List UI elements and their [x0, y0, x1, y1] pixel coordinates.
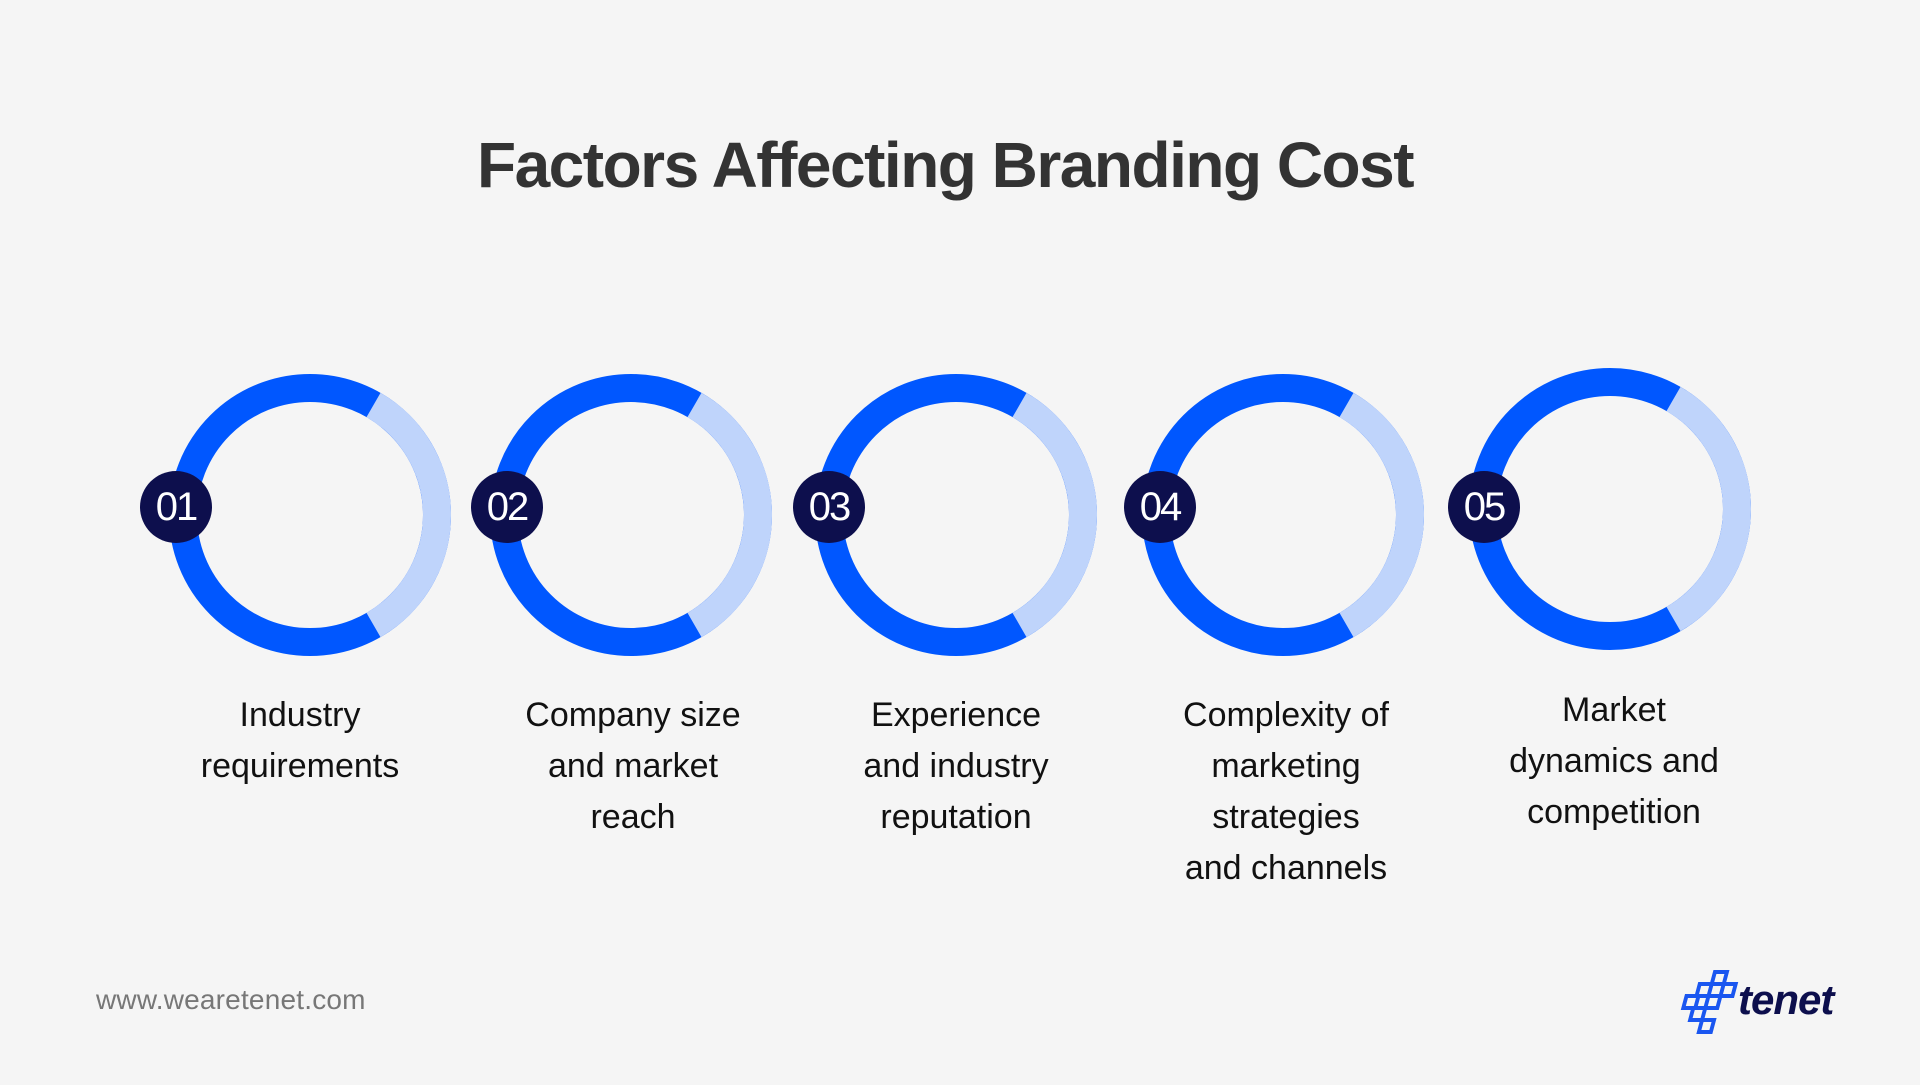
progress-ring-icon — [815, 374, 1097, 656]
website-url: www.wearetenet.com — [96, 984, 366, 1015]
factor-item-5: 05 Market dynamics and competition — [1448, 0, 1760, 831]
tenet-grid-logo-icon — [1680, 970, 1739, 1034]
factor-item-3: 03 Experience and industry reputation — [793, 0, 1106, 836]
step-number-badge: 03 — [793, 471, 865, 543]
progress-ring-icon — [1142, 374, 1424, 656]
factor-label: Industry requirements — [200, 696, 400, 785]
factor-item-1: 01 Industry requirements — [140, 0, 460, 785]
factor-item-4: 04 Complexity of marketing strategies an… — [1124, 0, 1433, 887]
page-title: Factors Affecting Branding Cost — [476, 129, 1415, 201]
tenet-logo: tenet — [1680, 968, 1860, 1038]
progress-ring-icon — [1469, 368, 1751, 650]
logo-wordmark: tenet — [1738, 976, 1834, 1023]
progress-ring-icon — [169, 374, 451, 656]
step-number-badge: 01 — [140, 471, 212, 543]
factor-label: Company size and market reach — [525, 696, 741, 836]
step-number-badge: 04 — [1124, 471, 1196, 543]
step-number-badge: 05 — [1448, 471, 1520, 543]
factor-label: Experience and industry reputation — [863, 696, 1049, 836]
step-number-badge: 02 — [471, 471, 543, 543]
factor-label: Market dynamics and competition — [1509, 691, 1719, 831]
factor-label: Complexity of marketing strategies and c… — [1183, 696, 1389, 887]
progress-ring-icon — [490, 374, 772, 656]
factor-item-2: 02 Company size and market reach — [471, 0, 781, 836]
